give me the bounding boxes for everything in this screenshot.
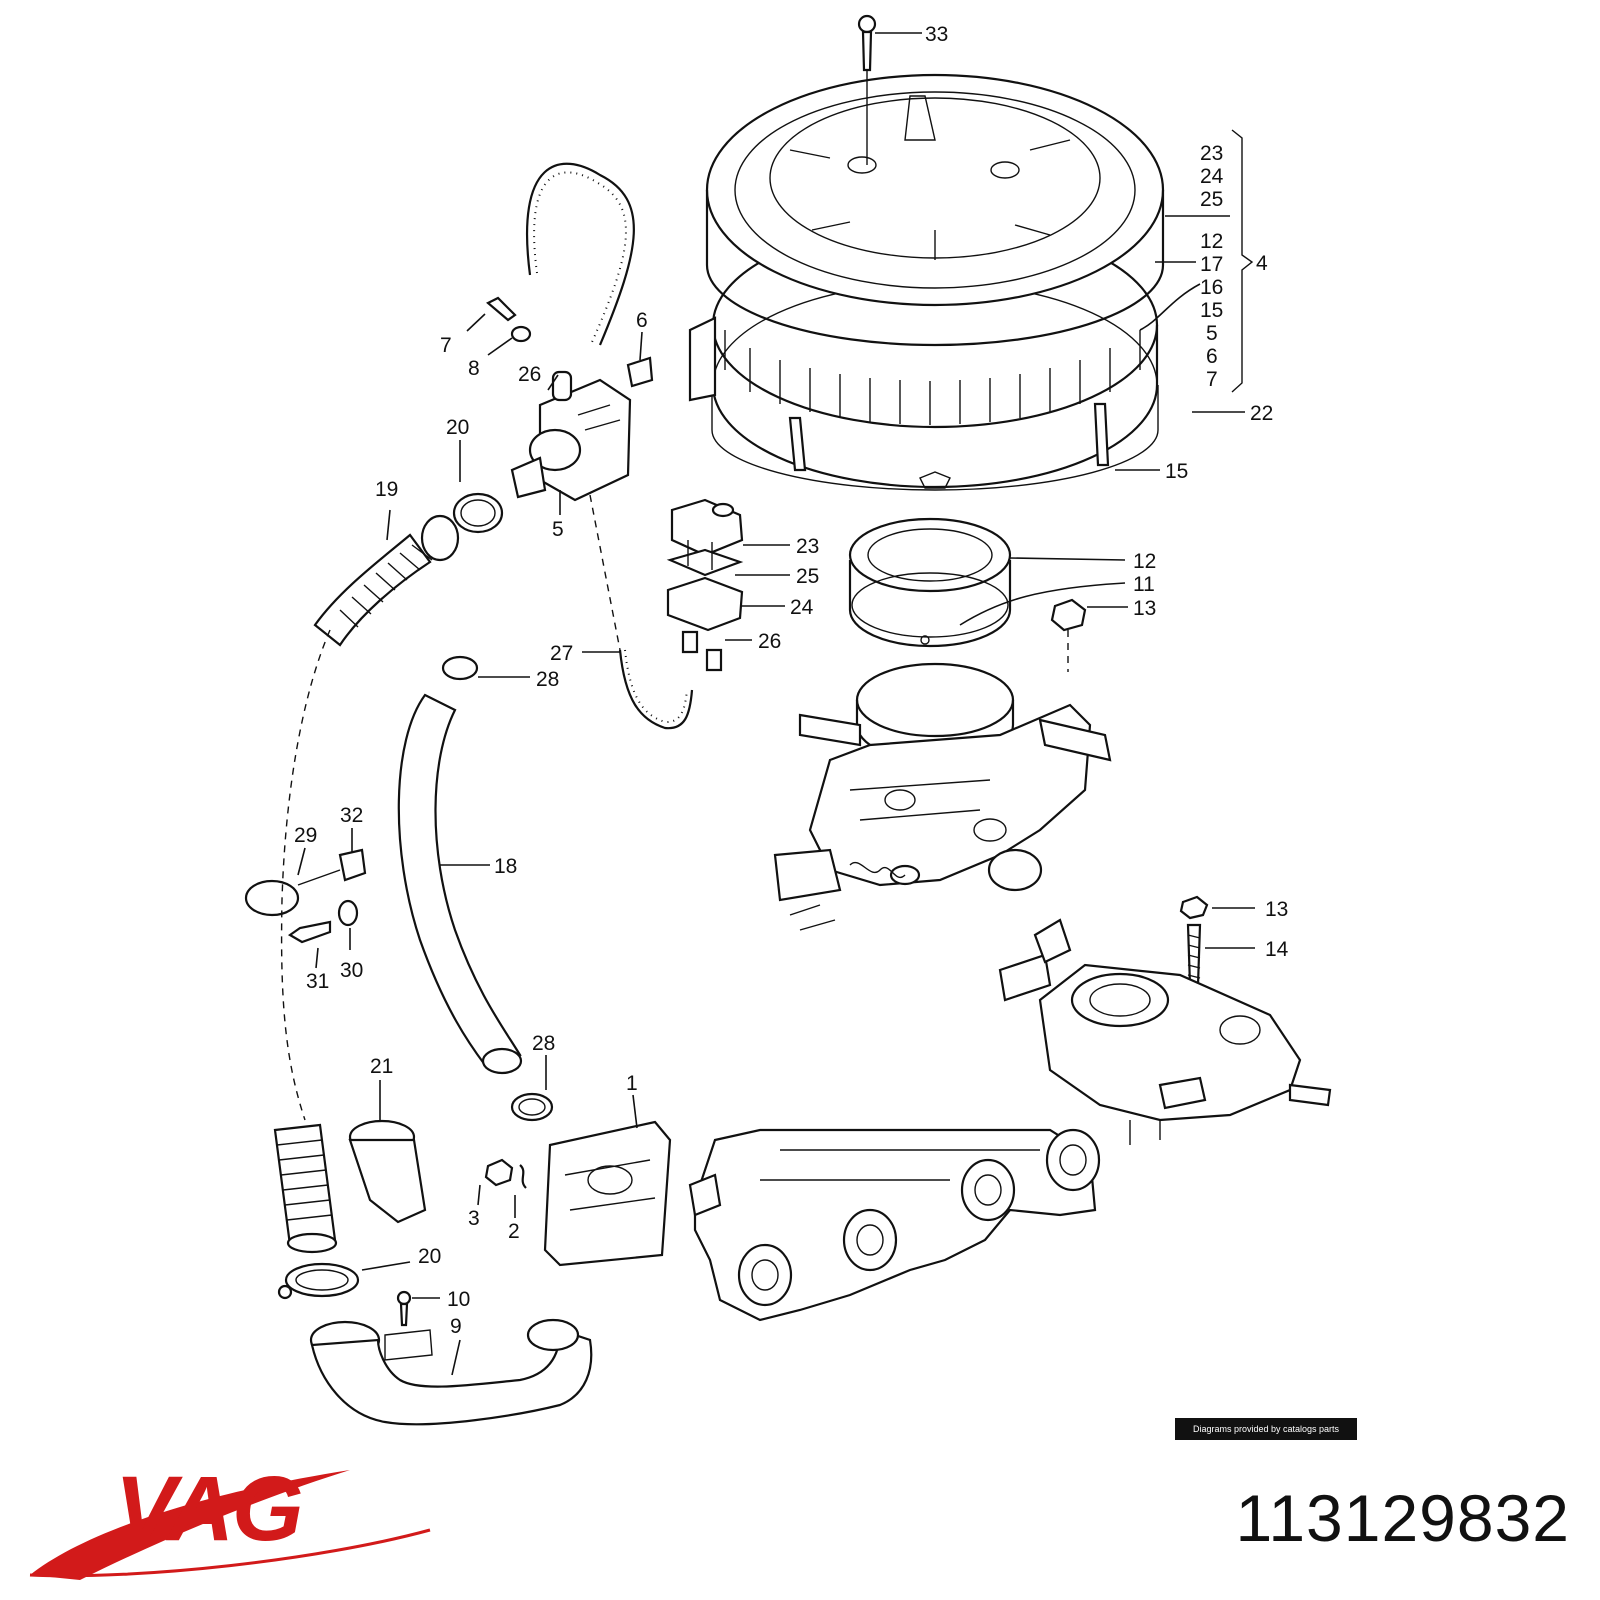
- group-bracket-4: [1231, 129, 1254, 393]
- callout-13-lower: 13: [1265, 898, 1288, 921]
- fasteners-7-8-6: [486, 296, 654, 388]
- callout-6-clip: 6: [636, 309, 648, 332]
- callout-17: 17: [1200, 253, 1223, 276]
- clamp-28-lower: [510, 1092, 554, 1122]
- brand-text: VAG: [115, 1458, 302, 1560]
- callout-25-bracket: 25: [796, 565, 819, 588]
- callout-28-upper: 28: [536, 668, 559, 691]
- thermo-valve-5: [510, 370, 632, 502]
- gasket-12: [848, 517, 1012, 593]
- callout-16: 16: [1200, 276, 1223, 299]
- callout-12: 12: [1200, 230, 1223, 253]
- callout-3: 3: [468, 1207, 480, 1230]
- callout-26-rubber: 26: [758, 630, 781, 653]
- intake-duct-path: [280, 629, 331, 1121]
- callout-19: 19: [375, 478, 398, 501]
- callout-5-valve: 5: [552, 518, 564, 541]
- air-filter-housing: [688, 73, 1165, 491]
- nut-3-washer-2: [484, 1158, 527, 1189]
- callout-31: 31: [306, 970, 329, 993]
- callout-23: 23: [1200, 142, 1223, 165]
- callout-24: 24: [1200, 165, 1224, 188]
- screw-33: [857, 14, 877, 165]
- callout-29: 29: [294, 824, 317, 847]
- callout-2: 2: [508, 1220, 520, 1243]
- callout-1: 1: [626, 1072, 638, 1095]
- callout-13-upper: 13: [1133, 597, 1156, 620]
- bracket-23-25-24: [666, 498, 744, 672]
- manifold: [688, 1128, 1101, 1322]
- callout-30: 30: [340, 959, 363, 982]
- stud-14-nut-13: [1179, 895, 1209, 987]
- callout-20-upper: 20: [446, 416, 469, 439]
- callout-25: 25: [1200, 188, 1223, 211]
- nut-13-upper: [1050, 598, 1087, 672]
- clamp-20-lower: [277, 1262, 360, 1300]
- callout-5: 5: [1206, 322, 1218, 345]
- logo-swoosh-line: [29, 1528, 431, 1578]
- hose-18: [397, 693, 523, 1075]
- callout-27: 27: [550, 642, 573, 665]
- callout-8: 8: [468, 357, 480, 380]
- callout-labels: 33 23 24 25 12 17 16 15 5 6 7 4 22 15 7 …: [294, 23, 1289, 1338]
- vacuum-hose-loop: [525, 162, 635, 346]
- vag-logo: VAG: [29, 1458, 431, 1580]
- callout-26-hose: 26: [518, 363, 541, 386]
- callout-22: 22: [1250, 402, 1273, 425]
- part-number: 113129832: [1235, 1481, 1570, 1555]
- callout-9: 9: [450, 1315, 462, 1338]
- callout-33: 33: [925, 23, 948, 46]
- carburettor: [773, 662, 1112, 931]
- callout-15-clip: 15: [1165, 460, 1188, 483]
- preheat-duct-1: [543, 1120, 672, 1267]
- callout-18: 18: [494, 855, 517, 878]
- pipe-9: [309, 1318, 593, 1426]
- callout-11: 11: [1133, 573, 1155, 596]
- callout-12-gasket: 12: [1133, 550, 1156, 573]
- screw-10: [396, 1290, 412, 1327]
- spacer-11: [848, 560, 1012, 648]
- callout-7: 7: [1206, 368, 1218, 391]
- callout-14: 14: [1265, 938, 1289, 961]
- leader-lines: [297, 32, 1255, 1376]
- carburettor-base: [998, 918, 1332, 1145]
- callout-15: 15: [1200, 299, 1223, 322]
- callout-10: 10: [447, 1288, 470, 1311]
- callout-7-screw: 7: [440, 334, 452, 357]
- clamp-28-upper: [441, 655, 479, 681]
- callout-6: 6: [1206, 345, 1218, 368]
- callout-28-lower: 28: [532, 1032, 555, 1055]
- corrugated-pipe-lower: [273, 1123, 338, 1254]
- callout-21: 21: [370, 1055, 393, 1078]
- fasteners-29-32-31-30: [244, 848, 367, 944]
- callout-23-bracket: 23: [796, 535, 819, 558]
- callout-4: 4: [1256, 252, 1268, 275]
- logo-swoosh: [30, 1470, 350, 1580]
- diagram-credit-badge: Diagrams provided by catalogs parts: [1175, 1418, 1357, 1440]
- vacuum-pipe-27: [589, 494, 694, 730]
- callout-20-lower: 20: [418, 1245, 441, 1268]
- callout-24-bracket: 24: [790, 596, 814, 619]
- corrugated-hose-19: [313, 514, 460, 647]
- elbow-21: [348, 1119, 427, 1224]
- clamp-20-upper: [452, 492, 504, 534]
- callout-32: 32: [340, 804, 363, 827]
